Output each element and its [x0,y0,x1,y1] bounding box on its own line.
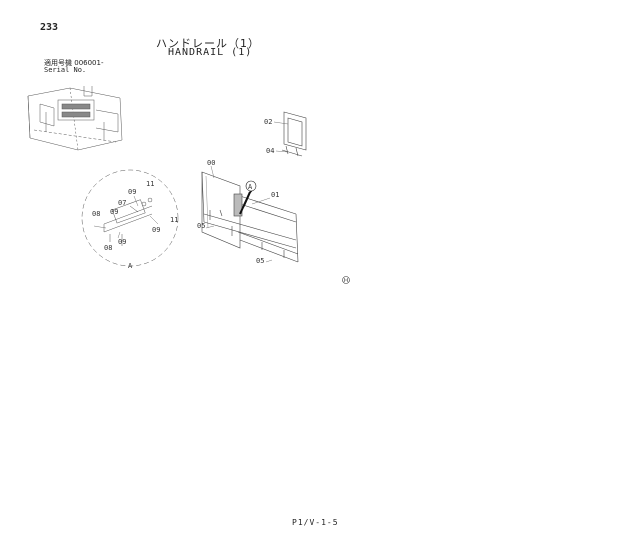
detail-a-reference-icon: A [245,180,257,192]
callout-08-upper: 08 [92,210,100,218]
callout-02: 02 [264,118,272,126]
handrail-assembly [201,171,299,263]
callout-05-left: 05 [197,222,205,230]
serial-value: 006001- [74,59,104,67]
detail-a-reference-label: A [248,183,253,191]
serial-label-english: Serial No. [44,66,87,74]
callout-04: 04 [266,147,274,155]
callout-09-right: 09 [152,226,160,234]
detail-a-circle [81,169,179,267]
callout-09-top: 09 [128,188,136,196]
callout-05-bottom: 05 [256,257,264,265]
callout-11-right: 11 [170,216,178,224]
serial-label-japanese: 適用号機 [44,59,72,67]
callout-09-left: 09 [110,208,118,216]
serial-row-japanese: 適用号機 006001- [44,58,103,68]
side-panel [281,111,307,157]
detail-a-arrow [239,188,255,215]
callout-08-lower: 08 [104,244,112,252]
detail-a-label: A [128,262,133,270]
callout-11-top: 11 [146,180,154,188]
callout-07: 07 [118,199,126,207]
title-japanese: ハンドレール（1） [156,37,260,50]
callout-09-bottom: 09 [118,238,126,246]
callout-01: 01 [271,191,279,199]
footer-page-code: P1/V-1-5 [292,518,339,527]
title-english: HANDRAIL (1) [168,47,253,58]
leader-lines [93,121,289,263]
callout-00: 00 [207,159,215,167]
page-number: 233 [40,22,59,33]
machine-overview-image [27,86,123,151]
circled-h-mark-icon [342,276,350,284]
